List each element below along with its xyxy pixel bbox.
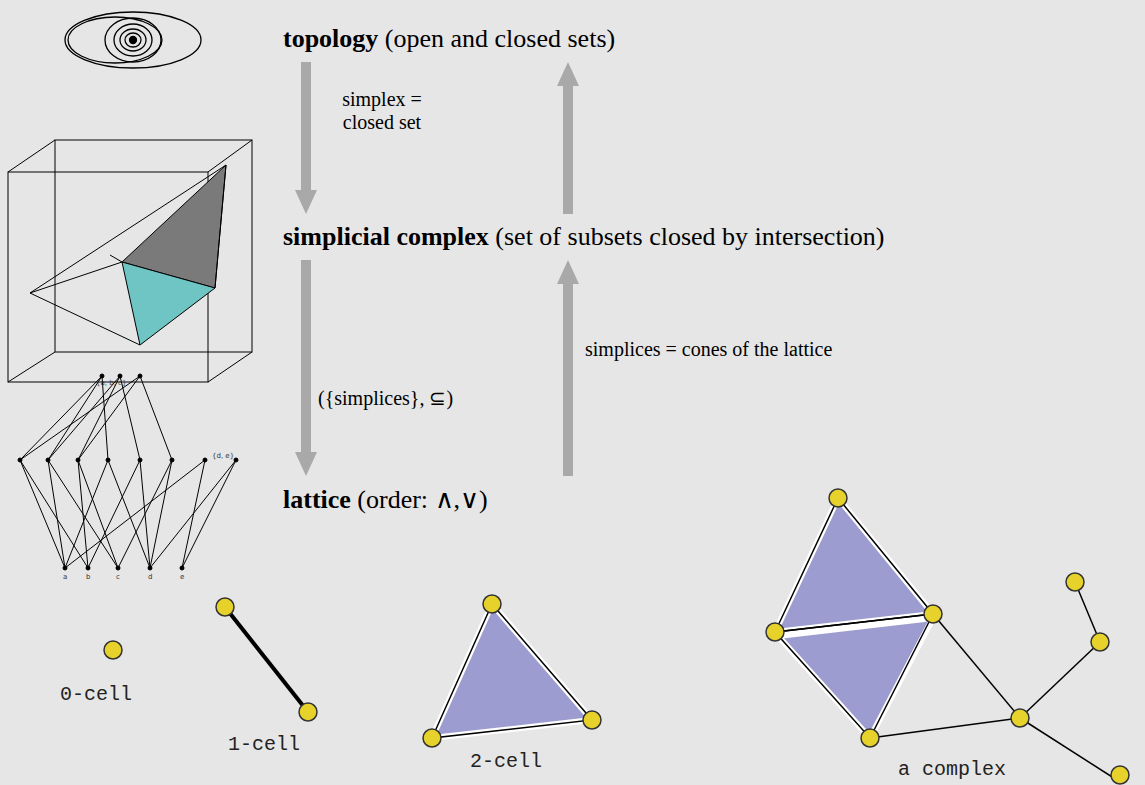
arrow-label: ({simplices}, ⊆) — [318, 386, 453, 410]
hasse-element: c — [116, 573, 120, 581]
simplex-cube-figure — [8, 140, 252, 382]
cells-figure — [104, 595, 601, 747]
concept-description: (set of subsets closed by intersection) — [495, 222, 884, 251]
mapping-arrow — [557, 260, 579, 476]
hasse-element: a — [63, 573, 67, 581]
hasse-element: b — [86, 573, 90, 581]
mapping-arrow — [295, 62, 317, 214]
mapping-arrow — [557, 62, 579, 214]
concept-name: topology — [283, 24, 378, 53]
cell-caption: 1-cell — [228, 733, 300, 756]
hasse-set-label: {a, b, c} — [96, 379, 126, 387]
open-sets-figure — [65, 12, 201, 68]
cell-caption: 2-cell — [470, 750, 542, 773]
hasse-element: e — [180, 573, 184, 581]
arrow-label: simplex = closed set — [332, 88, 432, 134]
concept-row: lattice (order: ∧,∨) — [283, 484, 488, 515]
concept-row: simplicial complex (set of subsets close… — [283, 222, 885, 252]
hasse-set-label: {d, e} — [212, 452, 234, 460]
cell-caption: 0-cell — [60, 683, 132, 706]
hasse-diagram — [18, 374, 238, 570]
concept-description: (open and closed sets) — [385, 24, 615, 53]
mapping-arrow — [295, 260, 317, 476]
concept-description: (order: ∧,∨) — [357, 485, 487, 514]
concept-row: topology (open and closed sets) — [283, 24, 615, 54]
concept-name: simplicial complex — [283, 222, 489, 251]
hasse-element: d — [148, 573, 152, 581]
cell-caption: a complex — [898, 758, 1006, 781]
complex-figure — [766, 489, 1129, 784]
concept-name: lattice — [283, 485, 351, 514]
arrow-label: simplices = cones of the lattice — [585, 338, 832, 361]
